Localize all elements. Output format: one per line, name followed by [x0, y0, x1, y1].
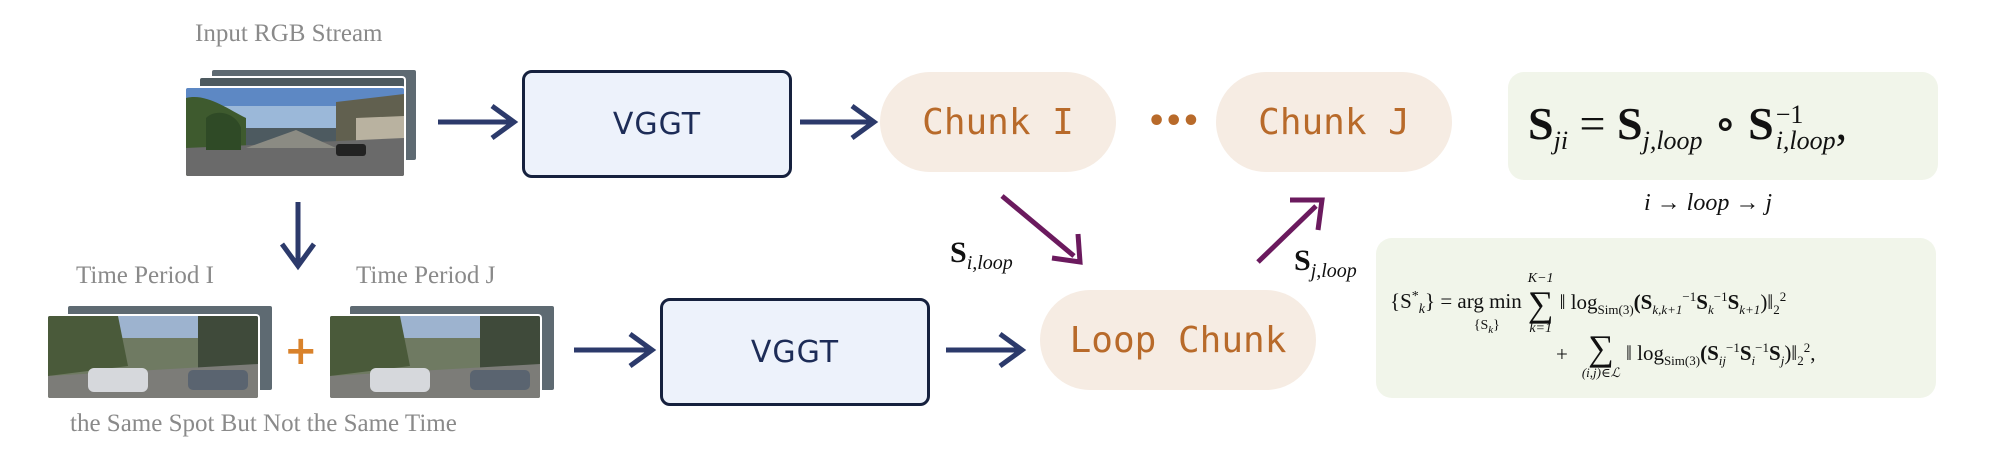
vggt-bottom-block: VGGT: [660, 298, 930, 406]
sum-bottom: k=1: [1529, 321, 1552, 336]
arrow-chunk-i-to-loop: [1000, 194, 1083, 265]
f-text: S: [1739, 340, 1752, 365]
formula-eq: =: [1568, 98, 1617, 149]
chunk-j-node: Chunk J: [1216, 72, 1452, 172]
chunk-i-node: Chunk I: [880, 72, 1116, 172]
formula-s: S: [1748, 98, 1774, 149]
sum-top: K−1: [1527, 271, 1554, 286]
f-sup: 2: [1803, 339, 1811, 355]
f-text: ,: [1810, 340, 1816, 365]
path-caption: i → loop → j: [1644, 190, 1773, 216]
time-period-j-image-stack: [330, 306, 556, 398]
sum-symbol: ∑: [1588, 328, 1614, 368]
formula-line-1: {S*k} = arg min {Sk} K−1 ∑ k=1 ‖ logSim(…: [1390, 272, 1786, 336]
f-sub: k: [1707, 302, 1714, 318]
f-sub: k+1: [1739, 302, 1761, 318]
f-plus: +: [1556, 342, 1568, 366]
f-text: S: [1769, 340, 1781, 365]
vggt-top-block: VGGT: [522, 70, 792, 178]
f-sub: ij: [1718, 353, 1726, 369]
f-text: {S: [1473, 318, 1489, 333]
time-period-j-label: Time Period J: [356, 262, 496, 289]
f-text: )‖: [1784, 340, 1798, 365]
edge-sub: i,loop: [966, 252, 1013, 274]
pose-graph-optimization-formula-box: {S*k} = arg min {Sk} K−1 ∑ k=1 ‖ logSim(…: [1376, 238, 1936, 398]
loop-chunk-node: Loop Chunk: [1040, 290, 1316, 390]
f-sub: Sim(3): [1663, 353, 1701, 369]
formula-line-2: + ∑ (i,j)∈ℒ ‖ logSim(3)(Sij−1Si−1Sj)‖22,: [1556, 330, 1815, 379]
f-text: {S: [1390, 289, 1412, 314]
arrow-stream-down: [279, 202, 317, 271]
time-period-i-label: Time Period I: [76, 262, 214, 289]
arrow-stream-to-vggt: [438, 103, 519, 141]
formula-sup: −1: [1775, 100, 1804, 130]
f-text: } = arg min: [1424, 289, 1522, 314]
edge-sub: j,loop: [1310, 260, 1357, 282]
f-text: )‖: [1760, 290, 1774, 315]
f-text: }: [1493, 318, 1500, 333]
f-sub: i: [1751, 353, 1756, 369]
arrow-vggt-to-loop: [946, 331, 1027, 369]
edge-label-s-j-loop: Sj,loop: [1294, 244, 1357, 283]
f-sup: −1: [1755, 339, 1769, 355]
formula-sub: i,loop: [1775, 126, 1836, 156]
arrow-vggt-to-chunk-i: [800, 103, 879, 141]
f-sup: −1: [1713, 289, 1728, 305]
sum-symbol: ∑: [1527, 284, 1554, 324]
period-i-frame-1: [48, 316, 258, 398]
f-sup: −1: [1726, 339, 1740, 355]
input-stream-label: Input RGB Stream: [195, 20, 383, 47]
formula-s: S: [1528, 98, 1554, 149]
f-text: ‖ log: [1559, 290, 1598, 315]
f-text: (S: [1633, 290, 1653, 315]
formula-s: S: [1617, 98, 1643, 149]
sum-bottom: (i,j)∈ℒ: [1581, 365, 1620, 380]
f-text: ‖ log: [1625, 340, 1664, 365]
f-text: S: [1727, 290, 1740, 315]
formula-comma: ,: [1835, 98, 1848, 149]
f-sub: k,k+1: [1652, 302, 1683, 318]
f-sub: 2: [1797, 353, 1804, 369]
edge-s: S: [950, 236, 967, 269]
formula-sub: ji: [1553, 126, 1569, 156]
edge-s: S: [1294, 244, 1311, 277]
f-sup: *: [1411, 289, 1419, 305]
formula-op: ∘: [1702, 98, 1749, 149]
plus-sign: +: [284, 328, 318, 374]
f-sub: j: [1780, 353, 1785, 369]
f-sub: k: [1418, 302, 1425, 318]
period-j-frame-1: [330, 316, 540, 398]
f-sup: 2: [1779, 289, 1787, 305]
chunk-ellipsis: •••: [1147, 104, 1201, 139]
stream-frame-1: [186, 88, 404, 176]
f-sub: Sim(3): [1597, 302, 1634, 318]
f-sub: k: [1488, 323, 1494, 336]
f-sub: 2: [1773, 302, 1780, 318]
input-stream-image-stack: [186, 70, 418, 176]
arrow-pair-to-vggt: [574, 331, 657, 369]
f-text: (S: [1700, 340, 1719, 365]
time-period-i-image-stack: [48, 306, 274, 398]
f-text: S: [1696, 290, 1708, 315]
formula-sub: j,loop: [1642, 126, 1703, 156]
same-spot-caption: the Same Spot But Not the Same Time: [70, 410, 457, 437]
arrow-loop-to-chunk-j: [1256, 197, 1325, 264]
edge-label-s-i-loop: Si,loop: [950, 236, 1013, 275]
f-sup: −1: [1682, 289, 1697, 305]
